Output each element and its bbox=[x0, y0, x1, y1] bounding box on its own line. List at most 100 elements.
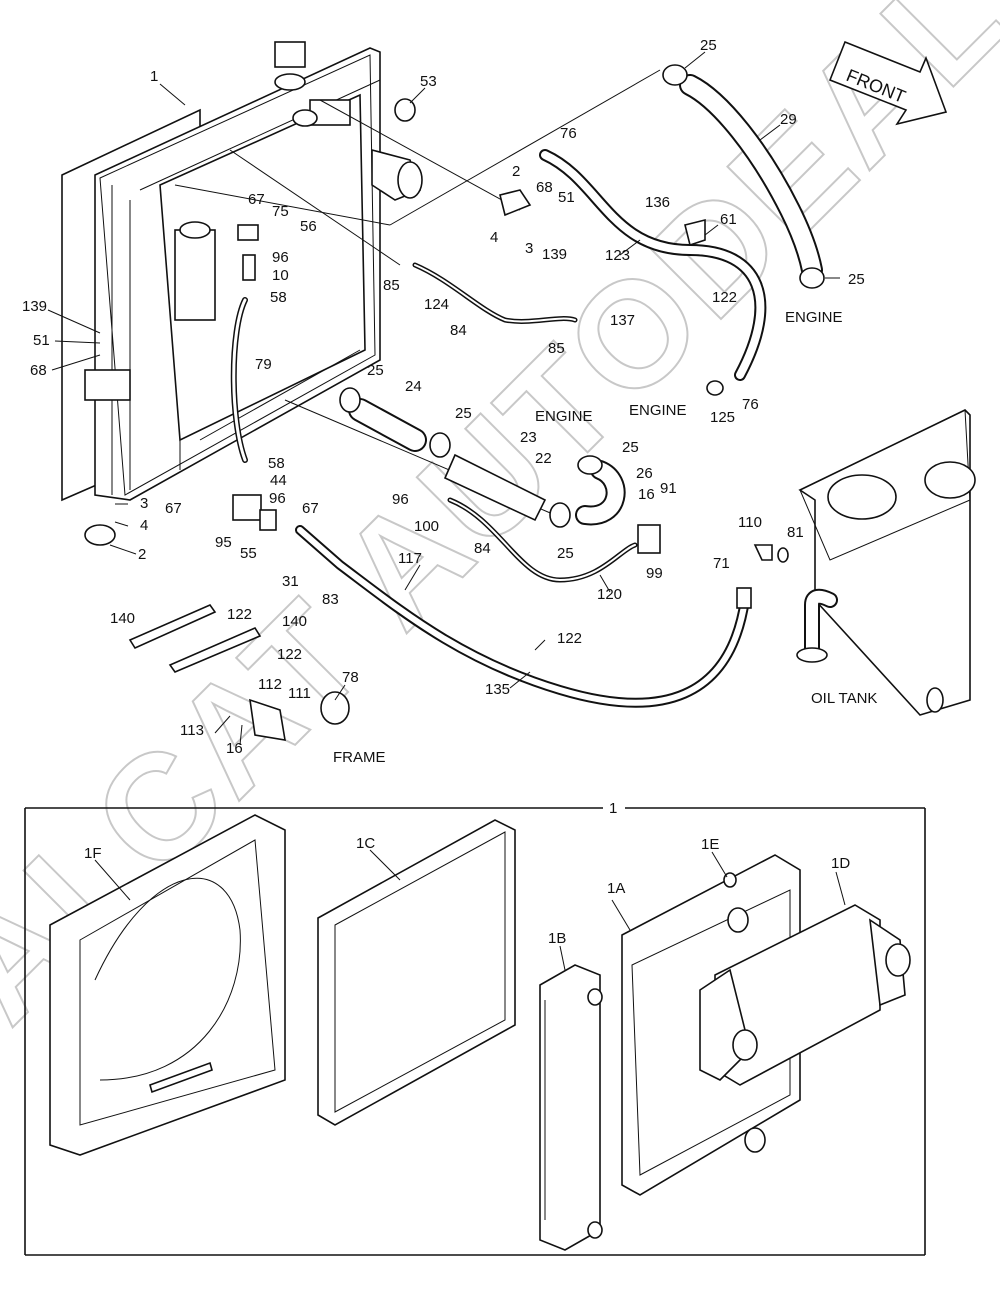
callout-label: 100 bbox=[414, 518, 439, 535]
leader-lines-top bbox=[174, 69, 661, 516]
callout-label: 76 bbox=[742, 396, 759, 413]
callout-label: 24 bbox=[405, 378, 422, 395]
hose-24 bbox=[339, 387, 626, 528]
callout-label: 67 bbox=[248, 191, 265, 208]
oil-tank-label: OIL TANK bbox=[811, 690, 877, 707]
callout-label: 78 bbox=[342, 669, 359, 686]
callout-label: 67 bbox=[165, 500, 182, 517]
fittings bbox=[84, 98, 789, 741]
callout-label: 58 bbox=[270, 289, 287, 306]
callout-label: 61 bbox=[720, 211, 737, 228]
callout-label: 23 bbox=[520, 429, 537, 446]
callout-label: 68 bbox=[30, 362, 47, 379]
callout-label: 16 bbox=[638, 486, 655, 503]
callout-label: 53 bbox=[420, 73, 437, 90]
hose-124 bbox=[412, 262, 578, 324]
callout-label: 1 bbox=[609, 800, 617, 817]
callout-label: 112 bbox=[258, 676, 282, 693]
callout-label: 135 bbox=[485, 681, 510, 698]
shroud-1F bbox=[49, 814, 286, 1156]
hose-29 bbox=[662, 64, 825, 289]
callout-label: 84 bbox=[450, 322, 467, 339]
callout-label: 29 bbox=[780, 111, 797, 128]
callout-label: 3 bbox=[525, 240, 533, 257]
callout-label: 56 bbox=[300, 218, 317, 235]
callout-label: 96 bbox=[269, 490, 286, 507]
callout-label: 16 bbox=[226, 740, 243, 757]
callout-label: 22 bbox=[535, 450, 552, 467]
callout-label: 137 bbox=[610, 312, 635, 329]
callout-label: 1B bbox=[548, 930, 566, 947]
callout-label: 2 bbox=[512, 163, 520, 180]
callout-labels: 1 25 53 29 76 2 68 51 4 3 139 136 61 67 … bbox=[22, 37, 865, 947]
callout-label: 79 bbox=[255, 356, 272, 373]
callout-label: 111 bbox=[288, 685, 311, 702]
callout-label: 25 bbox=[700, 37, 717, 54]
callout-label: 81 bbox=[787, 524, 804, 541]
callout-label: 123 bbox=[605, 247, 630, 264]
callout-label: 1D bbox=[831, 855, 850, 872]
callout-label: 2 bbox=[138, 546, 146, 563]
callout-label: 31 bbox=[282, 573, 299, 590]
intercooler-1D bbox=[699, 904, 911, 1086]
callout-label: 120 bbox=[597, 586, 622, 603]
callout-label: 1A bbox=[607, 880, 625, 897]
callout-label: 44 bbox=[270, 472, 287, 489]
callout-label: 96 bbox=[392, 491, 409, 508]
callout-label: 136 bbox=[645, 194, 670, 211]
callout-label: 122 bbox=[557, 630, 582, 647]
hose-117-135 bbox=[295, 525, 752, 708]
callout-label: 117 bbox=[398, 550, 422, 567]
callout-label: 85 bbox=[548, 340, 565, 357]
callout-label: 122 bbox=[277, 646, 302, 663]
callout-label: 139 bbox=[542, 246, 567, 263]
oil-tank bbox=[796, 409, 976, 716]
callout-label: 25 bbox=[455, 405, 472, 422]
callout-label: 125 bbox=[710, 409, 735, 426]
callout-label: 4 bbox=[140, 517, 148, 534]
callout-label: 76 bbox=[560, 125, 577, 142]
condenser-1C bbox=[317, 819, 516, 1126]
callout-label: 51 bbox=[558, 189, 575, 206]
location-labels: ENGINE ENGINE ENGINE FRAME OIL TANK bbox=[333, 309, 877, 766]
callout-label: 140 bbox=[282, 613, 307, 630]
callout-label: 4 bbox=[490, 229, 498, 246]
callout-label: 139 bbox=[22, 298, 47, 315]
callout-label: 122 bbox=[227, 606, 252, 623]
callout-label: 25 bbox=[848, 271, 865, 288]
callout-label: 95 bbox=[215, 534, 232, 551]
callout-label: 124 bbox=[424, 296, 449, 313]
callout-label: 58 bbox=[268, 455, 285, 472]
callout-label: 122 bbox=[712, 289, 737, 306]
hose-120 bbox=[447, 497, 638, 583]
callout-label: 25 bbox=[622, 439, 639, 456]
callout-label: 140 bbox=[110, 610, 135, 627]
callout-label: 1F bbox=[84, 845, 102, 862]
oil-cooler-1B bbox=[539, 964, 603, 1251]
callout-label: 55 bbox=[240, 545, 257, 562]
callout-label: 110 bbox=[738, 514, 762, 531]
callout-label: 26 bbox=[636, 465, 653, 482]
callout-label: 1C bbox=[356, 835, 375, 852]
callout-label: 85 bbox=[383, 277, 400, 294]
exploded-view-box bbox=[24, 807, 926, 1256]
callout-label: 68 bbox=[536, 179, 553, 196]
callout-label: 83 bbox=[322, 591, 339, 608]
callout-label: 10 bbox=[272, 267, 289, 284]
callout-leaders bbox=[47, 51, 846, 971]
callout-label: 51 bbox=[33, 332, 50, 349]
brackets-140 bbox=[128, 604, 262, 673]
callout-label: 113 bbox=[180, 722, 204, 739]
frame-label: FRAME bbox=[333, 749, 386, 766]
callout-label: 96 bbox=[272, 249, 289, 266]
callout-label: 3 bbox=[140, 495, 148, 512]
callout-label: 71 bbox=[713, 555, 730, 572]
callout-label: 91 bbox=[660, 480, 677, 497]
engine-label: ENGINE bbox=[535, 408, 593, 425]
radiator-assembly bbox=[61, 41, 423, 502]
callout-label: 1 bbox=[150, 68, 158, 85]
callout-label: 25 bbox=[557, 545, 574, 562]
callout-label: 25 bbox=[367, 362, 384, 379]
callout-label: 1E bbox=[701, 836, 719, 853]
